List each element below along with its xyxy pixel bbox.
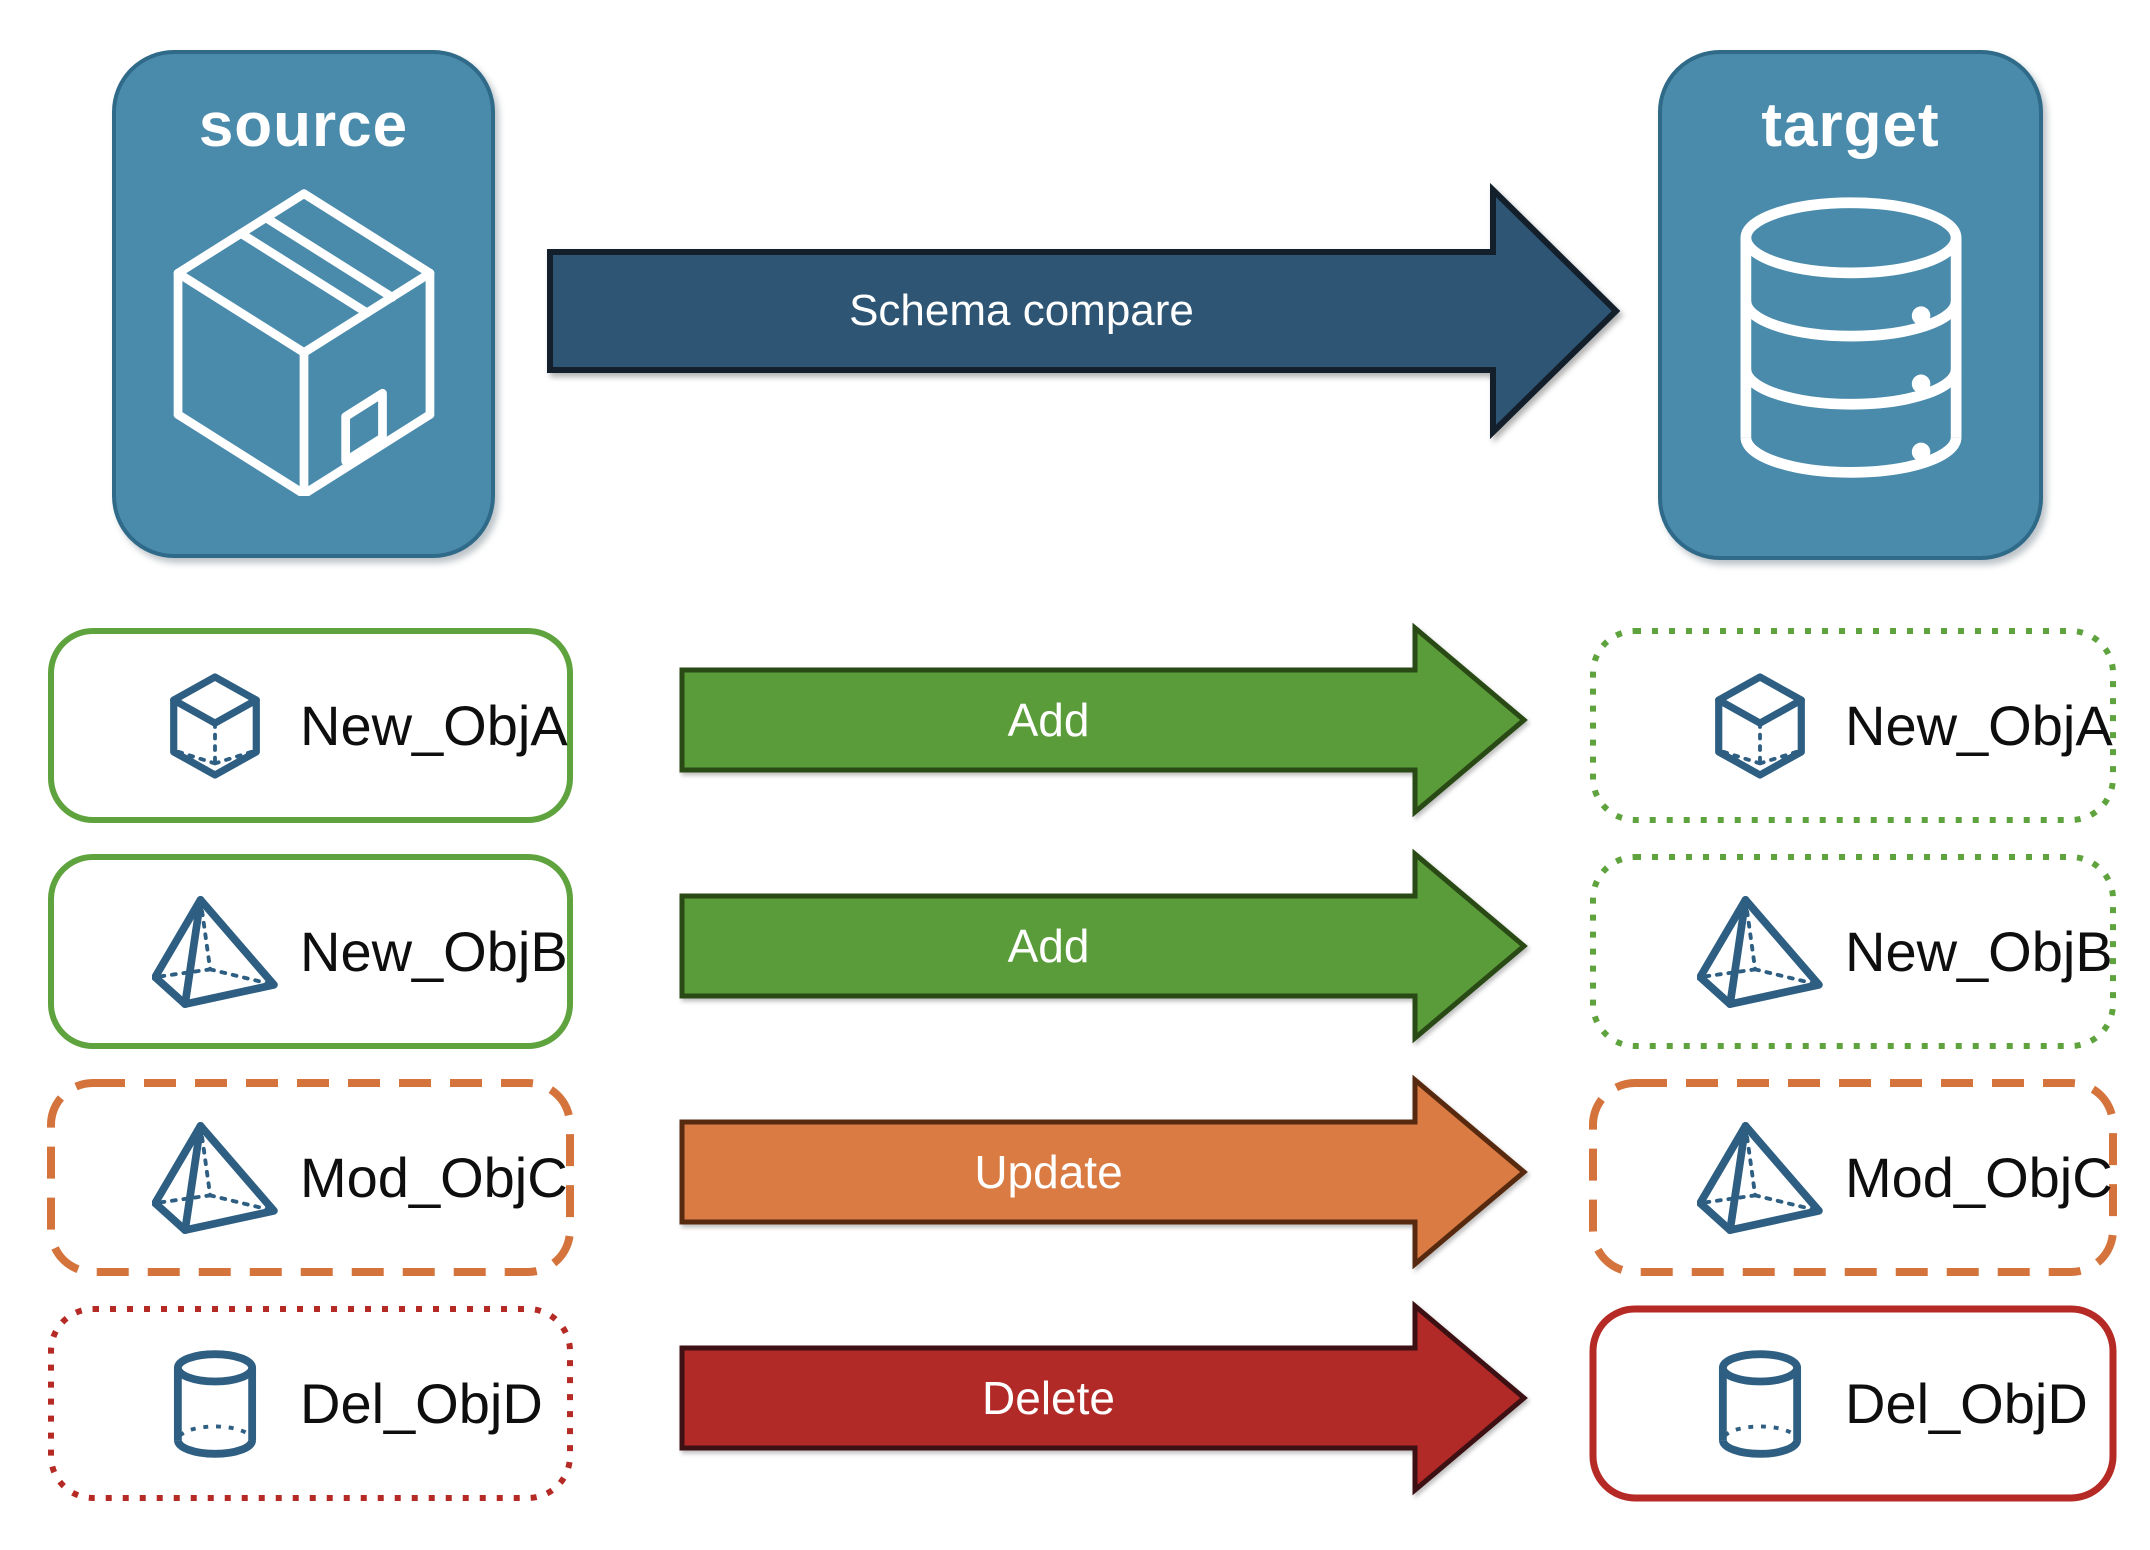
update-label: Update — [974, 1146, 1123, 1198]
object-name: New_ObjB — [300, 920, 568, 983]
object-name: New_ObjB — [1845, 920, 2113, 983]
cube-icon — [140, 672, 290, 780]
cube-icon — [1685, 672, 1835, 780]
pyramid-icon — [1685, 895, 1835, 1008]
source-label: source — [198, 91, 409, 160]
source-item-new-objb: New_ObjB — [48, 854, 573, 1049]
object-name: Del_ObjD — [300, 1372, 543, 1435]
target-item-mod-objc: Mod_ObjC — [1593, 1080, 2113, 1275]
object-name: Mod_ObjC — [1845, 1146, 2113, 1209]
source-item-new-obja: New_ObjA — [48, 628, 573, 823]
source-box-del-objd — [48, 1306, 573, 1501]
target-box-del-objd — [1589, 1305, 2117, 1502]
database-icon — [1740, 197, 1961, 478]
target-node: target — [1658, 50, 2043, 560]
package-icon — [173, 189, 434, 497]
source-node: source — [112, 50, 495, 558]
add-arrow-row2 — [679, 848, 1528, 1044]
pyramid-icon — [140, 1121, 290, 1234]
target-box-new-obja — [1590, 628, 2116, 823]
target-label: target — [1761, 91, 1940, 160]
delete-arrow — [679, 1300, 1528, 1496]
source-item-mod-objc: Mod_ObjC — [48, 1080, 573, 1275]
target-item-new-obja: New_ObjA — [1593, 628, 2113, 823]
add-arrow-row1 — [679, 622, 1528, 818]
pyramid-icon — [140, 895, 290, 1008]
object-name: Mod_ObjC — [300, 1146, 568, 1209]
target-item-new-objb: New_ObjB — [1593, 854, 2113, 1049]
source-item-del-objd: Del_ObjD — [48, 1306, 573, 1501]
cylinder-icon — [1685, 1349, 1835, 1459]
target-item-del-objd: Del_ObjD — [1593, 1306, 2113, 1501]
add-label-row2: Add — [1007, 920, 1090, 972]
cylinder-icon — [140, 1349, 290, 1459]
object-name: New_ObjA — [1845, 694, 2113, 757]
add-label-row1: Add — [1007, 694, 1090, 746]
schema-compare-label: Schema compare — [849, 286, 1194, 335]
delete-label: Delete — [982, 1372, 1115, 1424]
schema-compare-arrow — [547, 182, 1621, 440]
pyramid-icon — [1685, 1121, 1835, 1234]
update-arrow — [679, 1074, 1528, 1270]
object-name: Del_ObjD — [1845, 1372, 2088, 1435]
object-name: New_ObjA — [300, 694, 568, 757]
source-box-new-obja — [48, 628, 573, 823]
